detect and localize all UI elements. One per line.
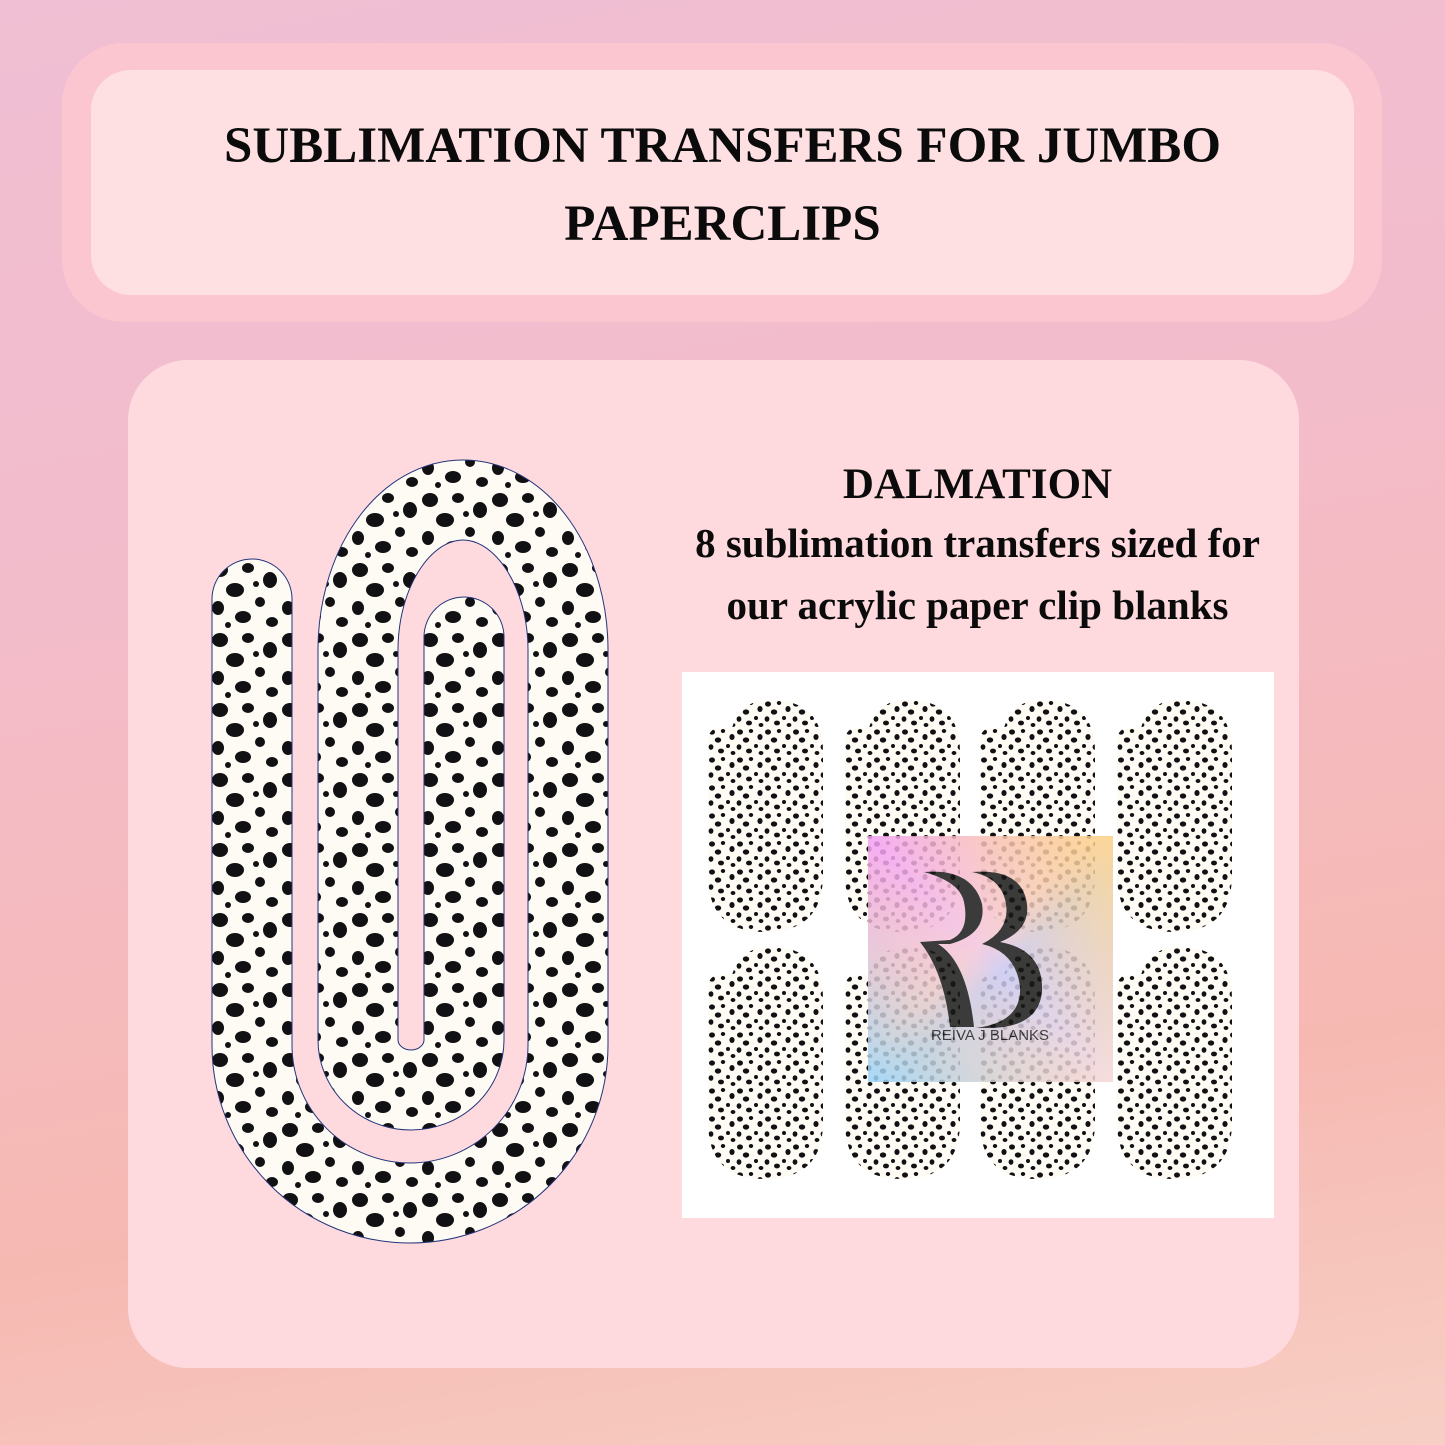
transfer-sheet-graphic: REIVA J BLANKS bbox=[708, 700, 1232, 1179]
title-banner: SUBLIMATION TRANSFERS FOR JUMBO PAPERCLI… bbox=[91, 70, 1354, 295]
description-line-1: 8 sublimation transfers sized for bbox=[695, 520, 1260, 566]
product-description: DALMATION 8 sublimation transfers sized … bbox=[640, 458, 1315, 636]
pattern-name: DALMATION bbox=[842, 461, 1113, 508]
logo-text: REIVA J BLANKS bbox=[931, 1027, 1049, 1044]
transfer-sheet-preview: REIVA J BLANKS bbox=[682, 672, 1274, 1218]
transfer-8 bbox=[1117, 947, 1232, 1179]
page-title: SUBLIMATION TRANSFERS FOR JUMBO PAPERCLI… bbox=[224, 117, 1221, 252]
transfer-1 bbox=[708, 700, 823, 932]
brand-logo-watermark: REIVA J BLANKS bbox=[868, 836, 1113, 1082]
rb-monogram-icon bbox=[920, 871, 1043, 1028]
transfer-5 bbox=[708, 947, 823, 1179]
description-line-2: our acrylic paper clip blanks bbox=[726, 582, 1229, 628]
transfer-4 bbox=[1117, 700, 1232, 932]
